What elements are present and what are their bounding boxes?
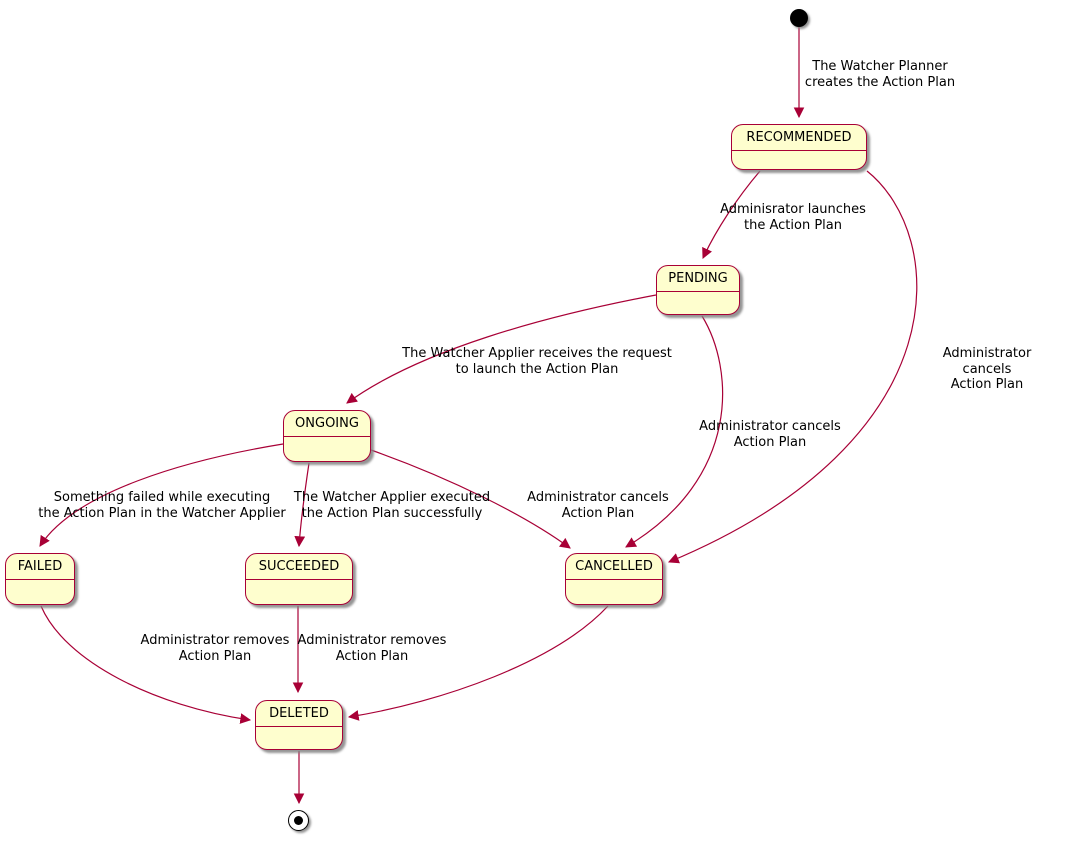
transition-label-cancels-from-recommended: Administrator cancels Action Plan — [942, 346, 1032, 392]
transition-label-applier-receives: The Watcher Applier receives the request… — [402, 346, 672, 377]
edge-pending-ongoing — [346, 294, 657, 404]
transition-label-planner-creates: The Watcher Planner creates the Action P… — [804, 59, 956, 90]
state-failed: FAILED — [5, 553, 75, 605]
edge-ongoing-succeeded — [294, 462, 310, 548]
transition-label-cancels-from-ongoing: Administrator cancels Action Plan — [527, 490, 669, 521]
state-cancelled-body — [566, 580, 662, 604]
state-recommended-body — [732, 151, 866, 169]
state-deleted-body — [256, 727, 342, 749]
edge-ongoing-cancelled — [370, 449, 571, 549]
state-deleted-title: DELETED — [256, 701, 342, 727]
transition-label-removes-from-failed: Administrator removes Action Plan — [140, 633, 290, 664]
final-state-node — [288, 810, 309, 831]
state-failed-title: FAILED — [6, 554, 74, 580]
edge-cancelled-deleted — [347, 605, 609, 721]
state-pending-title: PENDING — [657, 266, 739, 292]
initial-state-node — [790, 9, 808, 27]
state-recommended-title: RECOMMENDED — [732, 125, 866, 151]
state-pending-body — [657, 292, 739, 314]
state-cancelled-title: CANCELLED — [566, 554, 662, 580]
transition-label-administrator-launches: Adminisrator launches the Action Plan — [720, 202, 866, 233]
state-recommended: RECOMMENDED — [731, 124, 867, 170]
state-succeeded: SUCCEEDED — [245, 553, 353, 605]
edge-recommended-pending — [702, 170, 761, 259]
edge-ongoing-failed — [39, 443, 284, 547]
state-failed-body — [6, 580, 74, 604]
edge-failed-deleted — [40, 605, 252, 724]
state-ongoing: ONGOING — [283, 410, 371, 462]
edge-pending-cancelled — [625, 315, 724, 548]
state-ongoing-title: ONGOING — [284, 411, 370, 437]
state-pending: PENDING — [656, 265, 740, 315]
transition-label-something-failed: Something failed while executing the Act… — [38, 490, 286, 521]
transition-label-applier-executed: The Watcher Applier executed the Action … — [293, 490, 491, 521]
edge-recommended-cancelled — [668, 170, 918, 564]
transition-label-removes-from-succeeded: Administrator removes Action Plan — [297, 633, 447, 664]
final-state-dot — [294, 816, 303, 825]
state-succeeded-title: SUCCEEDED — [246, 554, 352, 580]
state-cancelled: CANCELLED — [565, 553, 663, 605]
transition-label-cancels-from-pending: Administrator cancels Action Plan — [699, 419, 841, 450]
state-succeeded-body — [246, 580, 352, 604]
state-deleted: DELETED — [255, 700, 343, 750]
state-ongoing-body — [284, 437, 370, 461]
